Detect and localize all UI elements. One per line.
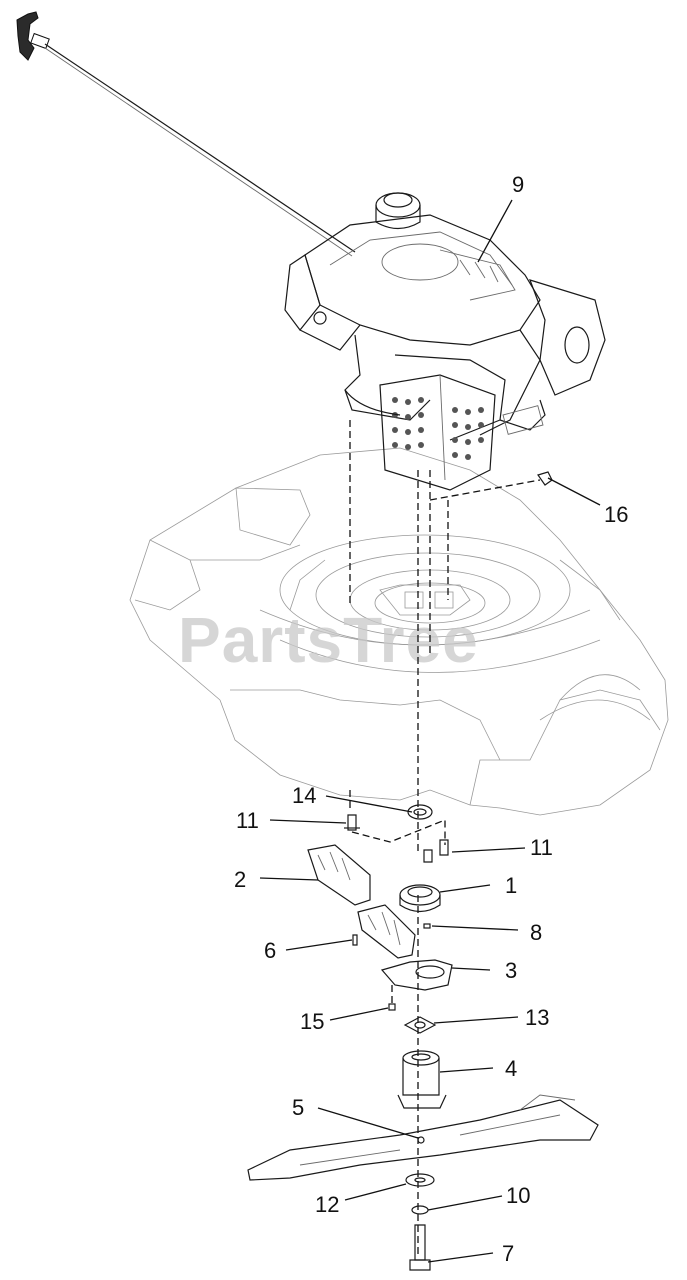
callout-11-left: 11 — [236, 808, 259, 833]
engine — [284, 192, 606, 491]
callout-4: 4 — [505, 1056, 517, 1081]
leader-lines — [259, 199, 601, 1263]
callout-6: 6 — [264, 938, 276, 963]
muffler-perforations — [392, 397, 484, 460]
callout-16: 16 — [604, 502, 628, 527]
callout-labels: 9 16 14 11 11 2 1 8 6 3 15 13 4 5 12 10 … — [234, 172, 628, 1266]
watermark: PartsTree — [178, 604, 479, 676]
callout-14: 14 — [292, 783, 316, 808]
callout-13: 13 — [525, 1005, 549, 1030]
assembly-lines — [349, 420, 541, 1255]
callout-10: 10 — [506, 1183, 530, 1208]
callout-15: 15 — [300, 1009, 324, 1034]
callout-7: 7 — [502, 1241, 514, 1266]
small-parts — [247, 471, 599, 1271]
callout-9: 9 — [512, 172, 524, 197]
callout-12: 12 — [315, 1192, 339, 1217]
callout-3: 3 — [505, 958, 517, 983]
starter-rope-handle — [16, 11, 356, 257]
callout-1: 1 — [505, 873, 517, 898]
callout-5: 5 — [292, 1095, 304, 1120]
callout-8: 8 — [530, 920, 542, 945]
callout-2: 2 — [234, 867, 246, 892]
callout-11-right: 11 — [530, 835, 553, 860]
